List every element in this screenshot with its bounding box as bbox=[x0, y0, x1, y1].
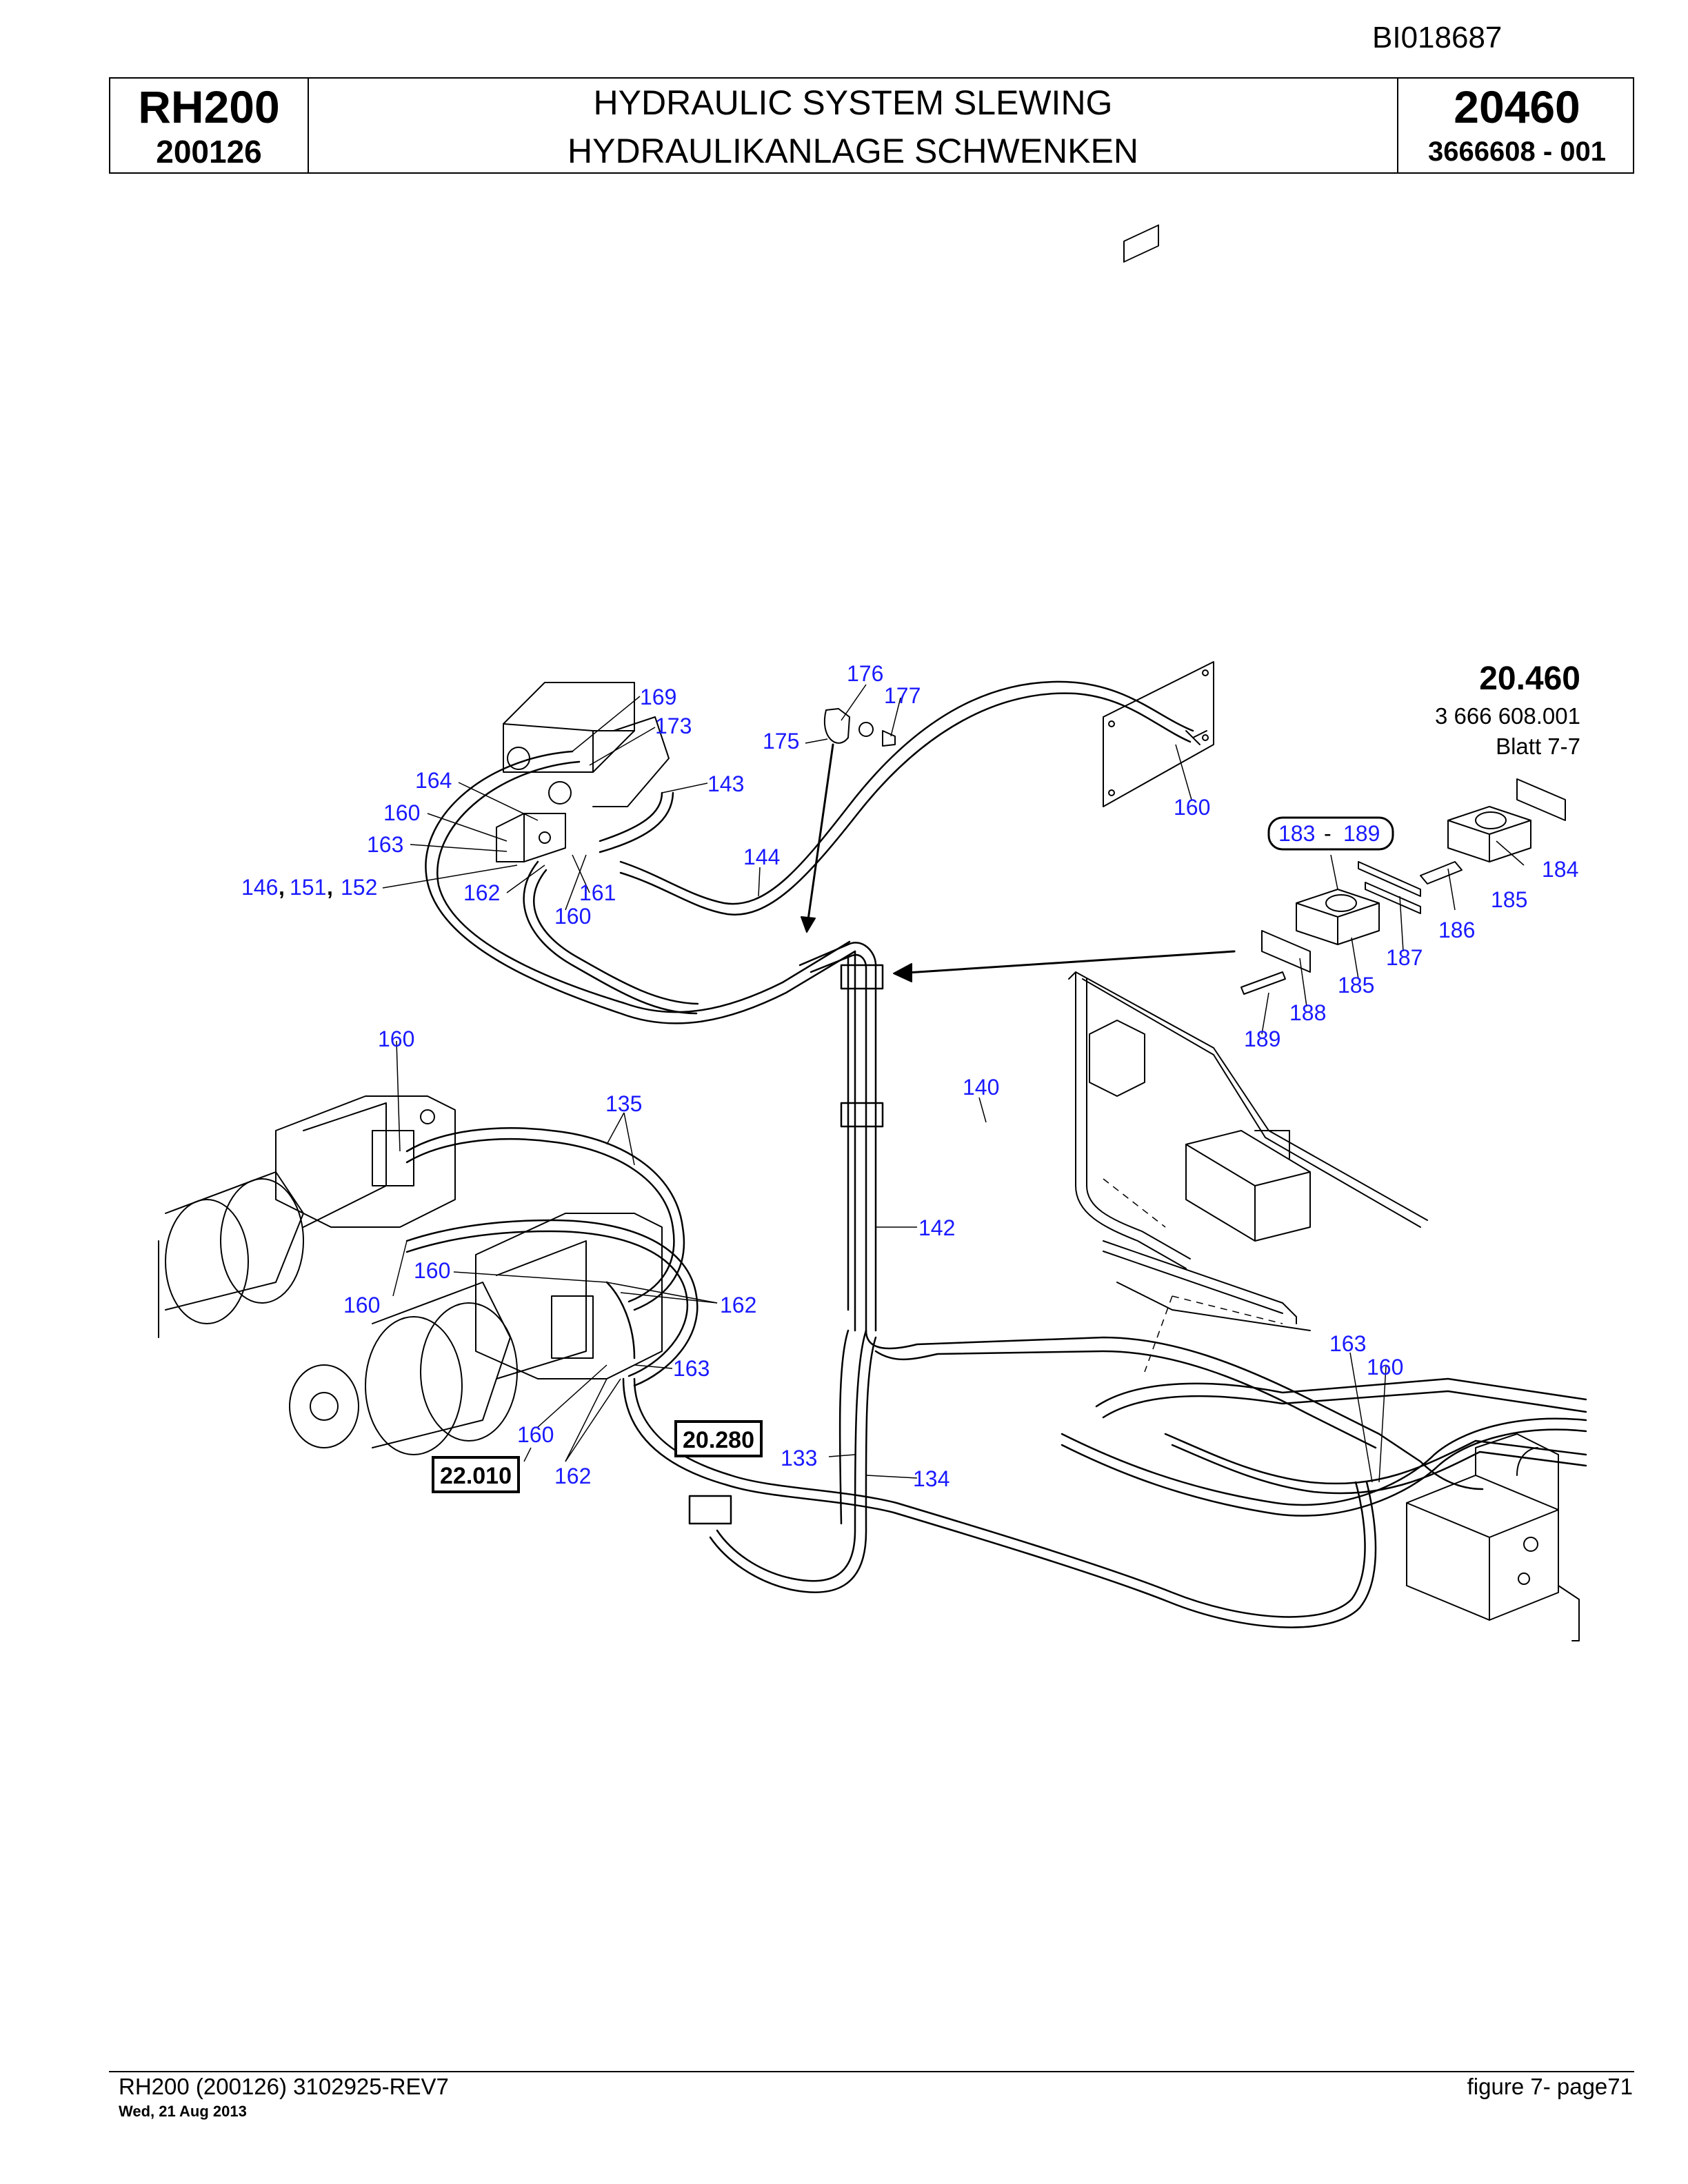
callout-169: 169 bbox=[640, 685, 676, 709]
callout-177: 177 bbox=[884, 683, 921, 708]
top-valve-block bbox=[496, 682, 670, 862]
callout-184: 184 bbox=[1542, 857, 1578, 882]
reference-link-20280[interactable]: 20.280 bbox=[683, 1427, 754, 1453]
callout-186: 186 bbox=[1438, 918, 1475, 942]
upper-pump bbox=[158, 1095, 456, 1338]
title-german: HYDRAULIKANLAGE SCHWENKEN bbox=[567, 132, 1138, 170]
callout-160: 160 bbox=[1174, 795, 1210, 820]
callout-160: 160 bbox=[414, 1258, 450, 1283]
callout-135: 135 bbox=[605, 1091, 642, 1116]
callout-173: 173 bbox=[655, 714, 692, 738]
callout-160: 160 bbox=[554, 904, 591, 929]
document-id: BI018687 bbox=[1372, 21, 1503, 54]
callout-188: 188 bbox=[1289, 1000, 1326, 1025]
footer-date: Wed, 21 Aug 2013 bbox=[119, 2103, 247, 2120]
callout-189: 189 bbox=[1343, 821, 1380, 846]
callout-162: 162 bbox=[720, 1293, 756, 1317]
callout-163: 163 bbox=[673, 1356, 710, 1381]
callout-144: 144 bbox=[743, 845, 780, 869]
callout-162: 162 bbox=[554, 1464, 591, 1488]
mounting-plate bbox=[1103, 224, 1214, 807]
right-valve-bank bbox=[1068, 971, 1428, 1331]
model-number: RH200 bbox=[138, 81, 280, 132]
callout-160: 160 bbox=[1367, 1355, 1403, 1379]
callout-143: 143 bbox=[707, 771, 744, 796]
callout-189: 189 bbox=[1244, 1027, 1280, 1051]
callout-162: 162 bbox=[463, 880, 500, 905]
callout-comma: , bbox=[327, 875, 333, 900]
page-number: 20460 bbox=[1454, 81, 1580, 132]
callout-187: 187 bbox=[1386, 945, 1423, 970]
title-cell: HYDRAULIC SYSTEM SLEWING HYDRAULIKANLAGE… bbox=[309, 79, 1398, 172]
callout-163: 163 bbox=[367, 832, 403, 857]
callout-151: 151 bbox=[290, 875, 326, 900]
pump-hoses bbox=[405, 1127, 699, 1387]
reference-number: 20.460 bbox=[1479, 660, 1580, 697]
lower-trunk-loop bbox=[688, 1329, 877, 1593]
title-english: HYDRAULIC SYSTEM SLEWING bbox=[593, 83, 1113, 122]
range-outline bbox=[1267, 816, 1394, 851]
leader-lines bbox=[382, 684, 1525, 1483]
top-hose-loops bbox=[425, 680, 1194, 1024]
callout-140: 140 bbox=[963, 1075, 999, 1100]
clamp-detail bbox=[824, 708, 896, 747]
clamp-parts bbox=[1240, 778, 1566, 995]
callout-164: 164 bbox=[415, 768, 452, 793]
model-cell: RH200 200126 bbox=[110, 79, 309, 172]
vertical-trunk bbox=[798, 942, 884, 1332]
lower-hoses bbox=[622, 1329, 1587, 1628]
callout-142: 142 bbox=[918, 1215, 955, 1240]
reference-box-20280[interactable] bbox=[674, 1420, 763, 1457]
leader-arrow-clamp bbox=[805, 743, 834, 931]
reference-part: 3 666 608.001 bbox=[1435, 703, 1580, 729]
callout-133: 133 bbox=[781, 1446, 817, 1470]
page-cell: 20460 3666608 - 001 bbox=[1398, 79, 1636, 172]
callout-176: 176 bbox=[847, 661, 883, 686]
lower-pump bbox=[289, 1213, 663, 1455]
callout-185: 185 bbox=[1338, 973, 1374, 998]
title-block: RH200 200126 HYDRAULIC SYSTEM SLEWING HY… bbox=[109, 77, 1634, 174]
callout-152: 152 bbox=[341, 875, 377, 900]
callout-160: 160 bbox=[378, 1027, 414, 1051]
callout-range-dash: - bbox=[1324, 821, 1332, 846]
callout-160: 160 bbox=[517, 1422, 554, 1447]
part-number: 3666608 - 001 bbox=[1427, 136, 1606, 167]
callout-160: 160 bbox=[343, 1293, 380, 1317]
callout-comma: , bbox=[279, 875, 285, 900]
callout-161: 161 bbox=[579, 880, 616, 905]
arrow-head bbox=[893, 963, 912, 982]
callout-134: 134 bbox=[913, 1466, 950, 1491]
leader-arrow-clamp-parts bbox=[895, 950, 1236, 975]
reference-box-22010[interactable] bbox=[432, 1456, 520, 1493]
footer-page-ref: figure 7- page71 bbox=[1467, 2074, 1633, 2099]
callout-160: 160 bbox=[383, 800, 420, 825]
footer-divider bbox=[109, 2071, 1634, 2072]
reference-link-22010[interactable]: 22.010 bbox=[440, 1463, 512, 1489]
callout-183: 183 bbox=[1278, 821, 1315, 846]
reference-sheet: Blatt 7-7 bbox=[1496, 734, 1580, 759]
lower-right-block bbox=[1406, 1433, 1580, 1641]
callout-163: 163 bbox=[1329, 1331, 1366, 1356]
callout-185: 185 bbox=[1491, 887, 1527, 912]
footer-document-ref: RH200 (200126) 3102925-REV7 bbox=[119, 2074, 449, 2099]
callout-146: 146 bbox=[241, 875, 278, 900]
arrow-head bbox=[801, 916, 816, 933]
callout-175: 175 bbox=[763, 729, 799, 754]
serial-number: 200126 bbox=[156, 134, 262, 170]
